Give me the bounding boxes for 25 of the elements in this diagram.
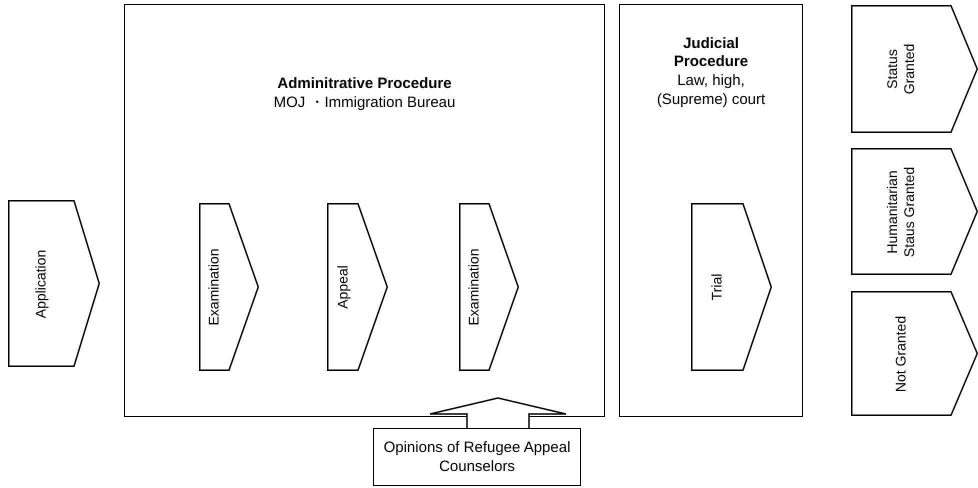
procedure-box <box>619 4 803 417</box>
step-label: Examination <box>466 247 482 328</box>
chevron-step <box>8 200 100 367</box>
step-label: Application <box>32 248 50 320</box>
box-subtitle: Law, high, (Supreme) court <box>656 72 766 110</box>
box-subtitle: MOJ ・Immigration Bureau <box>274 94 456 113</box>
procedure-box <box>124 4 605 417</box>
procedure-box <box>373 428 581 486</box>
box-label: Opinions of Refugee Appeal Counselors <box>382 439 572 476</box>
step-label: Status Granted <box>884 42 918 96</box>
chevron-step <box>851 291 978 416</box>
box-title: Judicial Procedure <box>672 35 750 71</box>
chevron-step <box>851 5 978 133</box>
chevron-step <box>851 148 978 275</box>
step-label: Not Granted <box>892 314 910 394</box>
chevron-step <box>691 203 772 371</box>
step-label: Trial <box>708 272 726 302</box>
block-arrow <box>429 397 567 429</box>
step-label: Examination <box>206 247 222 328</box>
chevron-step <box>459 203 519 371</box>
chevron-step <box>327 203 388 371</box>
step-label: Humanitarian Staus Granted <box>884 165 918 259</box>
chevron-step <box>199 203 259 371</box>
step-label: Appeal <box>334 264 351 311</box>
box-title: Adminitrative Procedure <box>277 75 452 93</box>
